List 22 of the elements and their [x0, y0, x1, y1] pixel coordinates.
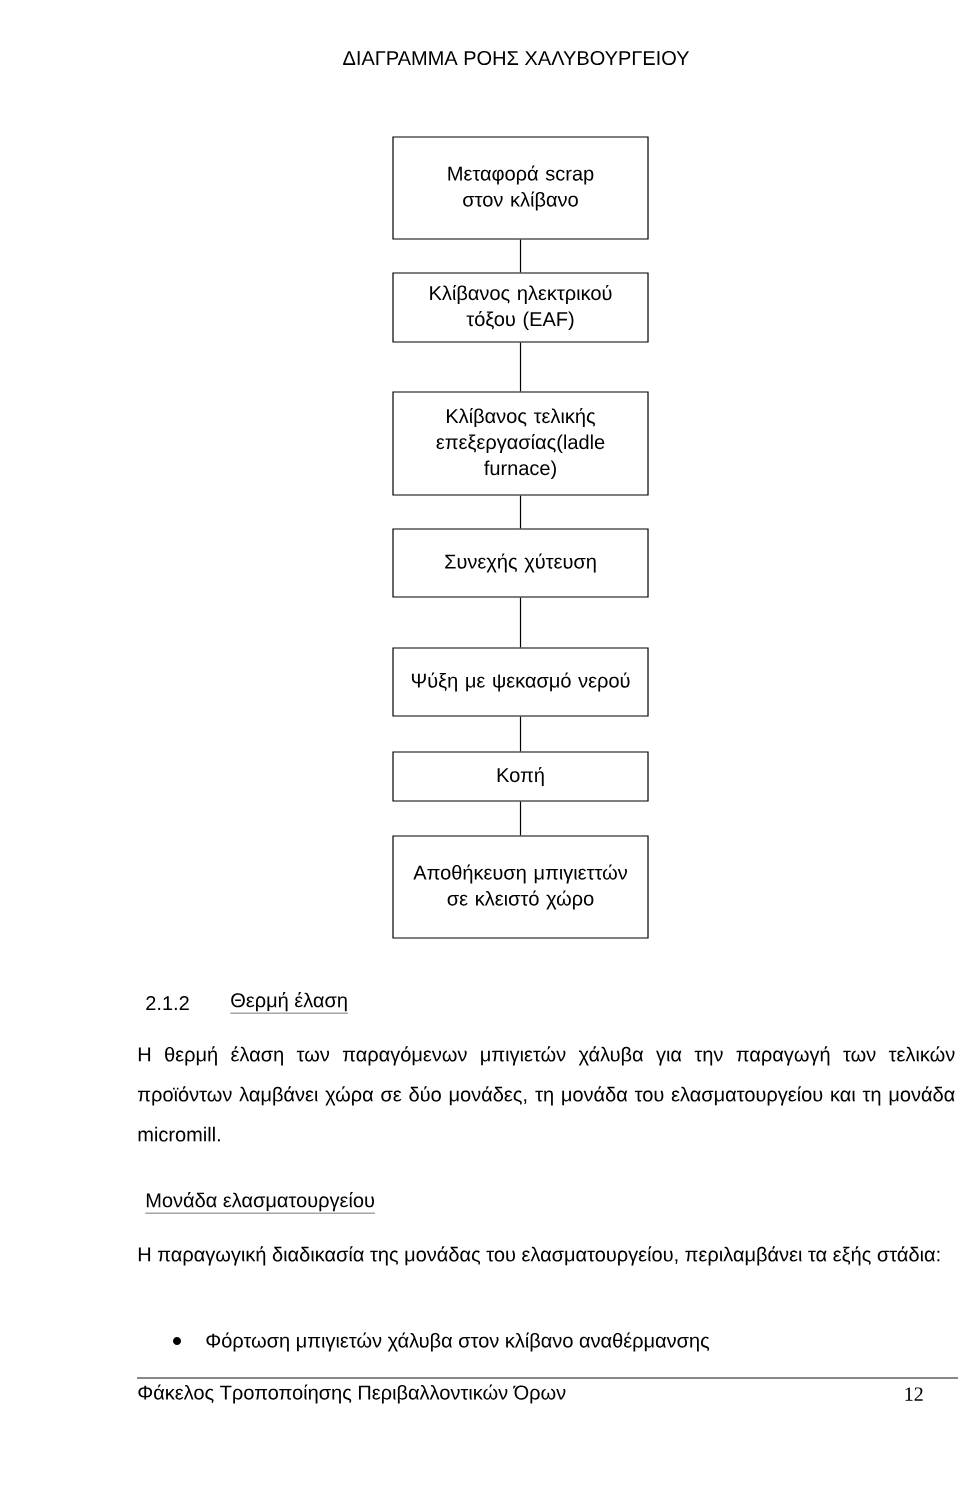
page-number: 12	[905, 1387, 923, 1401]
connector-line	[519, 716, 522, 752]
connector-line	[519, 342, 522, 392]
process-box: Κλίβανος τελικής επεξεργασίας(ladle furnace)	[392, 391, 649, 496]
section-number: 2.1.2	[146, 996, 189, 1010]
connector-line	[519, 801, 522, 836]
process-box: Αποθήκευση μπιγιεττών σε κλειστό χώρο	[392, 835, 649, 939]
heading: ΔΙΑΓΡΑΜΜΑ ΡΟΗΣ ΧΑΛΥΒΟΥΡΓΕΙΟΥ	[343, 50, 690, 66]
process-box: Ψύξη με ψεκασμό νερού	[392, 647, 649, 717]
connector-line	[519, 597, 522, 648]
process-box: Συνεχής χύτευση	[392, 528, 649, 598]
paragraph: Η παραγωγική διαδικασία της μονάδας του ελασματουργείου, περιλαμβάνει τα εξής στάδια:	[138, 1246, 940, 1266]
process-box: Κοπή	[392, 751, 649, 802]
list-item: Φόρτωση μπιγιετών χάλυβα στον κλίβανο αναθέρμανσης	[206, 1332, 710, 1352]
connector-line	[519, 495, 522, 529]
section-heading: Θερμή έλαση	[230, 992, 349, 1014]
process-box: Κλίβανος ηλεκτρικού τόξου (EAF)	[392, 272, 649, 343]
footer-text: Φάκελος Τροποποίησης Περιβαλλοντικών Όρων	[138, 1384, 566, 1404]
connector-line	[519, 239, 522, 273]
paragraph: Η θερμή έλαση των παραγόμενων μπιγιετών χάλυβα για την παραγωγή των τελικών προϊόντων λαμβάνει χώρα σε δύο μονάδες, τη μονάδα του ελασματουργείου και τη μονάδα micromill.	[138, 1046, 955, 1142]
subheading: Μονάδα ελασματουργείου	[145, 1192, 376, 1214]
process-box: Μεταφορά scrap στον κλίβανο	[392, 136, 649, 240]
